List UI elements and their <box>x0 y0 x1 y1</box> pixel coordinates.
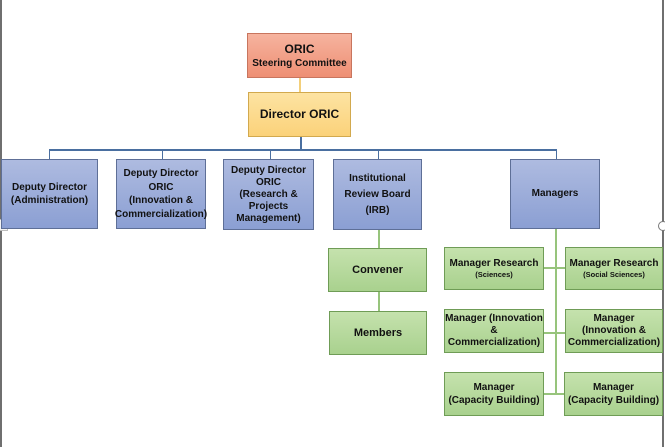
deputy-director-innovation-box[interactable]: Deputy Director ORIC (Innovation & Comme… <box>114 159 208 229</box>
box-line: Manager <box>593 313 635 324</box>
box-line: Commercialization) <box>567 337 661 348</box>
box-line: (Capacity Building) <box>567 395 660 406</box>
box-line: (IRB) <box>365 204 390 216</box>
connector-mgr-row1 <box>544 267 565 269</box>
connector-dd-admin <box>49 149 50 159</box>
box-line: (Administration) <box>10 195 89 206</box>
connector-dd-research <box>270 149 271 159</box>
connector-managers <box>556 149 557 159</box>
box-line: Deputy Director <box>11 181 87 193</box>
connector-convener-members <box>378 292 380 311</box>
box-line: Review Board <box>344 188 411 200</box>
box-line: ORIC <box>256 176 281 188</box>
box-line: Deputy Director <box>123 168 199 179</box>
connector-director-down <box>300 137 302 150</box>
manager-innovation-box-2[interactable]: Manager (Innovation & Commercialization) <box>565 309 663 353</box>
steering-committee-subtitle: Steering Committee <box>252 57 347 69</box>
manager-research-social-sciences-box[interactable]: Manager Research (Social Sciences) <box>565 247 663 290</box>
connector-managers-trunk <box>555 228 557 395</box>
deputy-director-admin-box[interactable]: Deputy Director (Administration) <box>1 159 98 229</box>
box-line: (Research & <box>239 188 298 200</box>
box-line: Managers <box>531 188 579 200</box>
box-line: (Innovation & <box>582 325 646 336</box>
box-line: (Capacity Building) <box>448 395 540 406</box>
box-title: Manager Research <box>449 257 539 269</box>
deputy-director-research-box[interactable]: Deputy Director ORIC (Research & Project… <box>223 159 314 230</box>
connector-mgr-row2 <box>544 332 565 334</box>
manager-innovation-box-1[interactable]: Manager (Innovation & Commercialization) <box>444 309 544 353</box>
box-subtitle: (Social Sciences) <box>583 270 645 280</box>
manager-capacity-building-box-2[interactable]: Manager (Capacity Building) <box>564 372 663 416</box>
box-line: Commercialization) <box>114 208 208 220</box>
director-label: Director ORIC <box>259 107 340 122</box>
director-box[interactable]: Director ORIC <box>248 92 351 137</box>
box-line: Manager (Innovation <box>445 313 543 324</box>
box-line: ORIC <box>148 181 174 193</box>
box-line: Institutional <box>349 172 406 184</box>
members-label: Members <box>353 326 403 339</box>
connector-steering-director <box>299 78 301 92</box>
box-title: Manager Research <box>569 257 659 269</box>
box-line: Management) <box>236 212 301 224</box>
connector-irb-convener <box>378 229 380 248</box>
manager-research-sciences-box[interactable]: Manager Research (Sciences) <box>444 247 544 290</box>
connector-mgr-row3 <box>544 393 565 395</box>
box-line: Projects <box>248 200 289 212</box>
connector-horizontal-bus <box>49 149 557 151</box>
members-box[interactable]: Members <box>329 311 427 355</box>
irb-box[interactable]: Institutional Review Board (IRB) <box>333 159 422 230</box>
box-subtitle: (Sciences) <box>475 270 513 280</box>
steering-committee-title: ORIC <box>284 41 315 56</box>
box-line: Deputy Director <box>230 164 306 176</box>
convener-label: Convener <box>352 263 403 276</box>
connector-irb <box>378 149 379 159</box>
convener-box[interactable]: Convener <box>328 248 427 292</box>
connector-dd-innovation <box>162 149 163 159</box>
box-line: & Commercialization) <box>447 325 541 348</box>
box-line: Manager <box>473 381 515 393</box>
box-line: Manager <box>592 381 635 393</box>
resize-handle-right[interactable] <box>658 221 665 231</box>
managers-box[interactable]: Managers <box>510 159 600 229</box>
manager-capacity-building-box-1[interactable]: Manager (Capacity Building) <box>444 372 544 416</box>
steering-committee-box[interactable]: ORIC Steering Committee <box>247 33 352 78</box>
box-line: (Innovation & <box>129 195 193 206</box>
